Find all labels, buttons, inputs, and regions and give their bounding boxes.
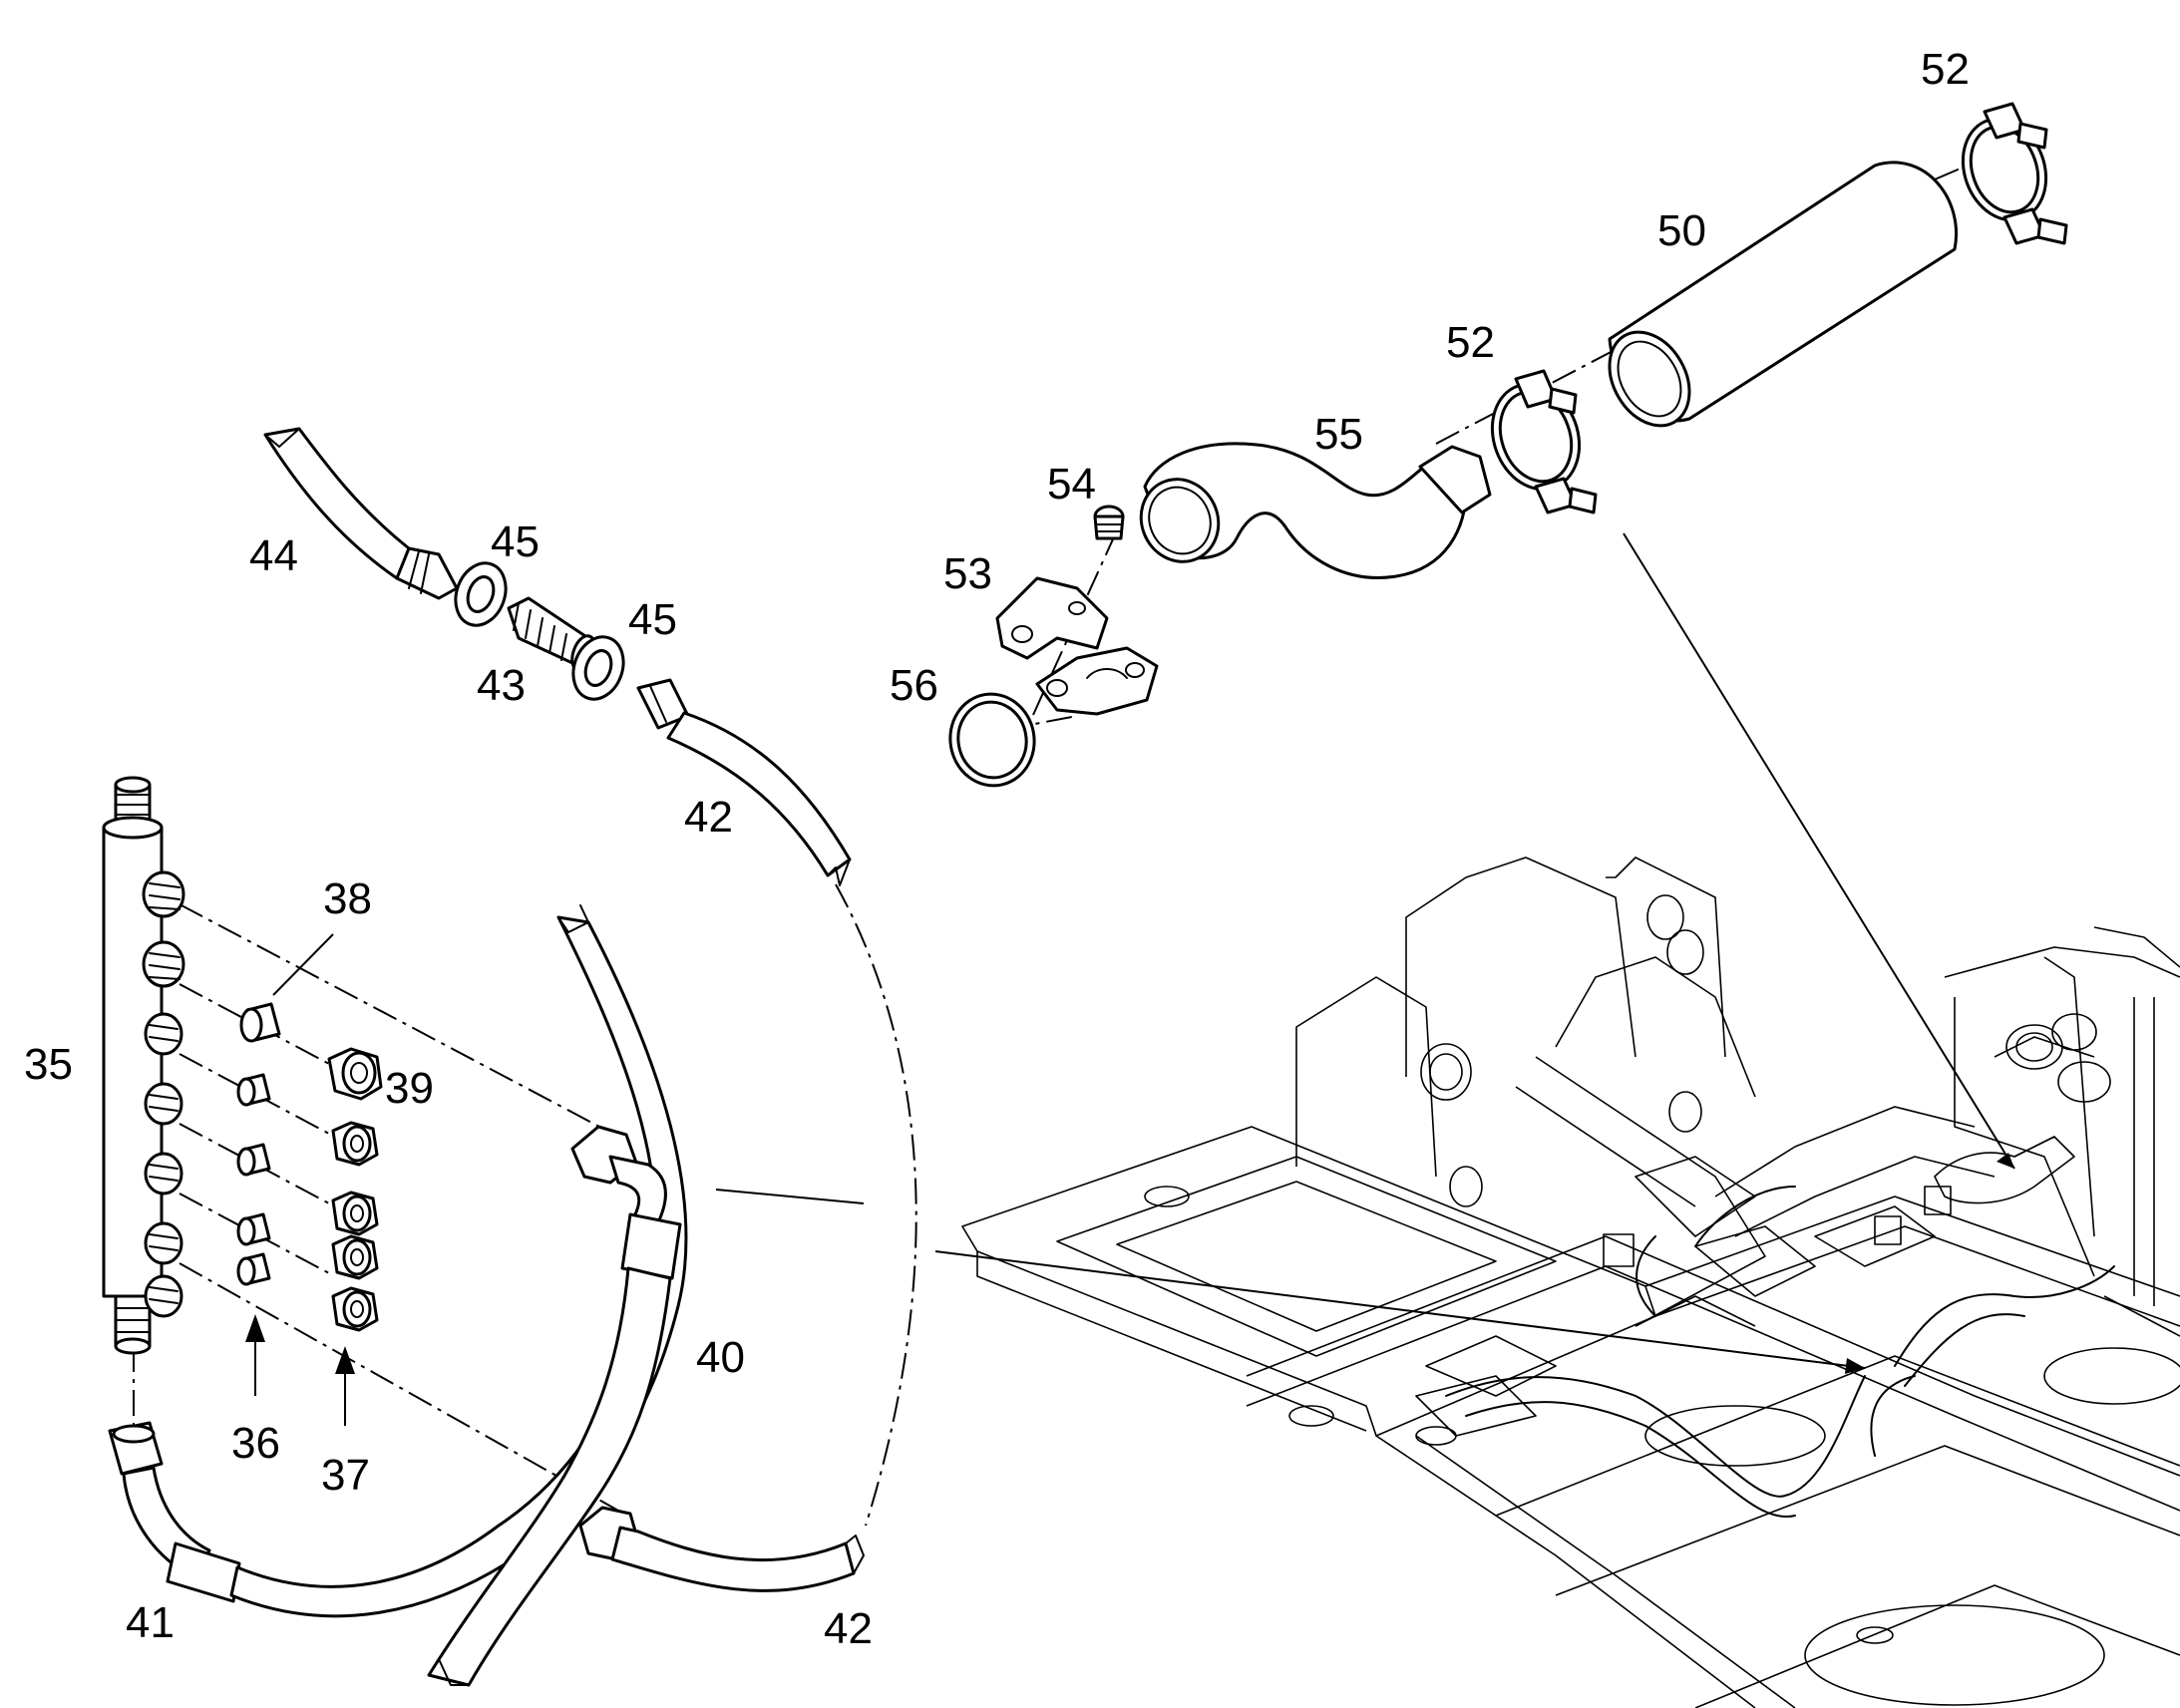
callout-35: 35 bbox=[24, 1040, 73, 1089]
callout-54: 54 bbox=[1047, 460, 1096, 509]
washer-45-right bbox=[571, 635, 625, 701]
leader-lines bbox=[272, 532, 2015, 1374]
hose-42-lower bbox=[578, 1506, 865, 1592]
hose-44 bbox=[263, 427, 459, 600]
callout-55: 55 bbox=[1314, 410, 1363, 459]
callout-50: 50 bbox=[1657, 206, 1706, 255]
callout-labels: 35 36 37 38 39 40 41 42 42 43 44 45 45 5… bbox=[24, 45, 1970, 1653]
plugs-36-38 bbox=[236, 1002, 281, 1286]
callout-42-upper: 42 bbox=[684, 793, 733, 842]
callout-45-right: 45 bbox=[628, 595, 677, 644]
elbow-55 bbox=[1139, 442, 1492, 579]
machine-frame bbox=[961, 856, 2180, 1708]
callout-42-lower: 42 bbox=[824, 1604, 873, 1653]
callout-40: 40 bbox=[696, 1333, 745, 1382]
manifold-35 bbox=[102, 776, 185, 1355]
nuts-37-39 bbox=[327, 1047, 383, 1332]
hose-41 bbox=[108, 904, 688, 1618]
callout-43: 43 bbox=[477, 661, 526, 710]
manifold-ports bbox=[142, 870, 185, 1318]
arrow-36 bbox=[245, 1314, 265, 1396]
ring-56 bbox=[948, 692, 1036, 788]
callout-38: 38 bbox=[323, 874, 372, 923]
callout-45-left: 45 bbox=[491, 517, 540, 566]
flange-53 bbox=[995, 576, 1159, 716]
screw-54 bbox=[1093, 505, 1125, 540]
clamp-52-lower bbox=[1490, 369, 1598, 514]
clamp-52-upper bbox=[1961, 102, 2068, 245]
tube-50 bbox=[1608, 161, 1958, 428]
hose-42-upper bbox=[636, 678, 852, 886]
callout-53: 53 bbox=[943, 549, 992, 598]
callout-39: 39 bbox=[385, 1064, 434, 1113]
callout-52-upper: 52 bbox=[1921, 45, 1970, 94]
arrow-37 bbox=[335, 1346, 355, 1426]
callout-41: 41 bbox=[126, 1598, 175, 1647]
washer-45-left bbox=[454, 561, 508, 627]
hose-40 bbox=[427, 1125, 682, 1687]
callout-44: 44 bbox=[249, 531, 298, 580]
callout-56: 56 bbox=[890, 661, 938, 710]
callout-36: 36 bbox=[231, 1419, 280, 1468]
callout-52-lower: 52 bbox=[1446, 318, 1495, 367]
callout-37: 37 bbox=[321, 1451, 370, 1500]
